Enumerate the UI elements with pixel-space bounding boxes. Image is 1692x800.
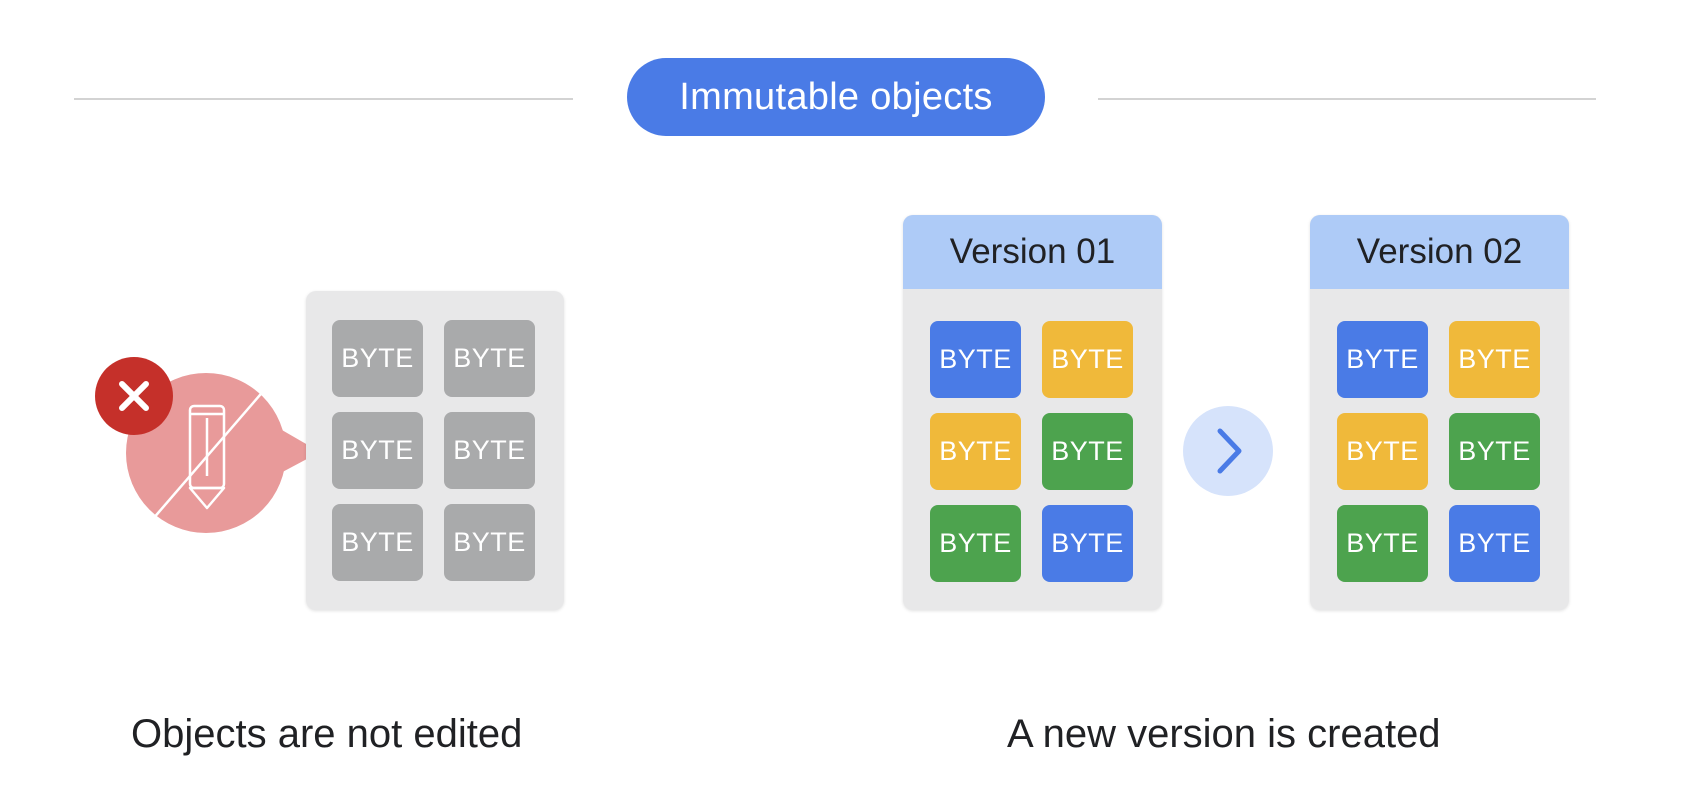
byte-block-green: BYTE [1337, 505, 1428, 582]
byte-block-green: BYTE [930, 505, 1021, 582]
left-caption: Objects are not edited [131, 712, 523, 756]
byte-block-green: BYTE [1042, 413, 1133, 490]
divider-right [1098, 98, 1596, 100]
pencil-crossed-icon [151, 387, 267, 521]
byte-block-gray: BYTE [444, 320, 535, 397]
right-caption: A new version is created [1007, 712, 1441, 756]
byte-block-gray: BYTE [332, 412, 423, 489]
byte-block-gray: BYTE [332, 320, 423, 397]
chevron-right-icon [1183, 406, 1273, 496]
title-pill: Immutable objects [627, 58, 1045, 136]
version-01-label: Version 01 [903, 215, 1162, 289]
byte-block-gray: BYTE [332, 504, 423, 581]
byte-block-green: BYTE [1449, 413, 1540, 490]
byte-grid: BYTE BYTE BYTE BYTE BYTE BYTE [332, 320, 535, 581]
close-icon [95, 357, 173, 435]
byte-block-yellow: BYTE [1449, 321, 1540, 398]
byte-block-gray: BYTE [444, 504, 535, 581]
byte-block-gray: BYTE [444, 412, 535, 489]
divider-left [74, 98, 573, 100]
no-edit-bubble [95, 357, 320, 533]
byte-block-yellow: BYTE [1337, 413, 1428, 490]
byte-block-blue: BYTE [930, 321, 1021, 398]
version-02-label: Version 02 [1310, 215, 1569, 289]
byte-grid: BYTE BYTE BYTE BYTE BYTE BYTE [930, 321, 1133, 582]
byte-grid: BYTE BYTE BYTE BYTE BYTE BYTE [1337, 321, 1540, 582]
version-01-card: Version 01 BYTE BYTE BYTE BYTE BYTE BYTE [903, 215, 1162, 610]
byte-block-blue: BYTE [1337, 321, 1428, 398]
byte-block-yellow: BYTE [1042, 321, 1133, 398]
byte-block-blue: BYTE [1042, 505, 1133, 582]
byte-block-blue: BYTE [1449, 505, 1540, 582]
version-02-card: Version 02 BYTE BYTE BYTE BYTE BYTE BYTE [1310, 215, 1569, 610]
unedited-object-card: BYTE BYTE BYTE BYTE BYTE BYTE [306, 291, 564, 610]
byte-block-yellow: BYTE [930, 413, 1021, 490]
